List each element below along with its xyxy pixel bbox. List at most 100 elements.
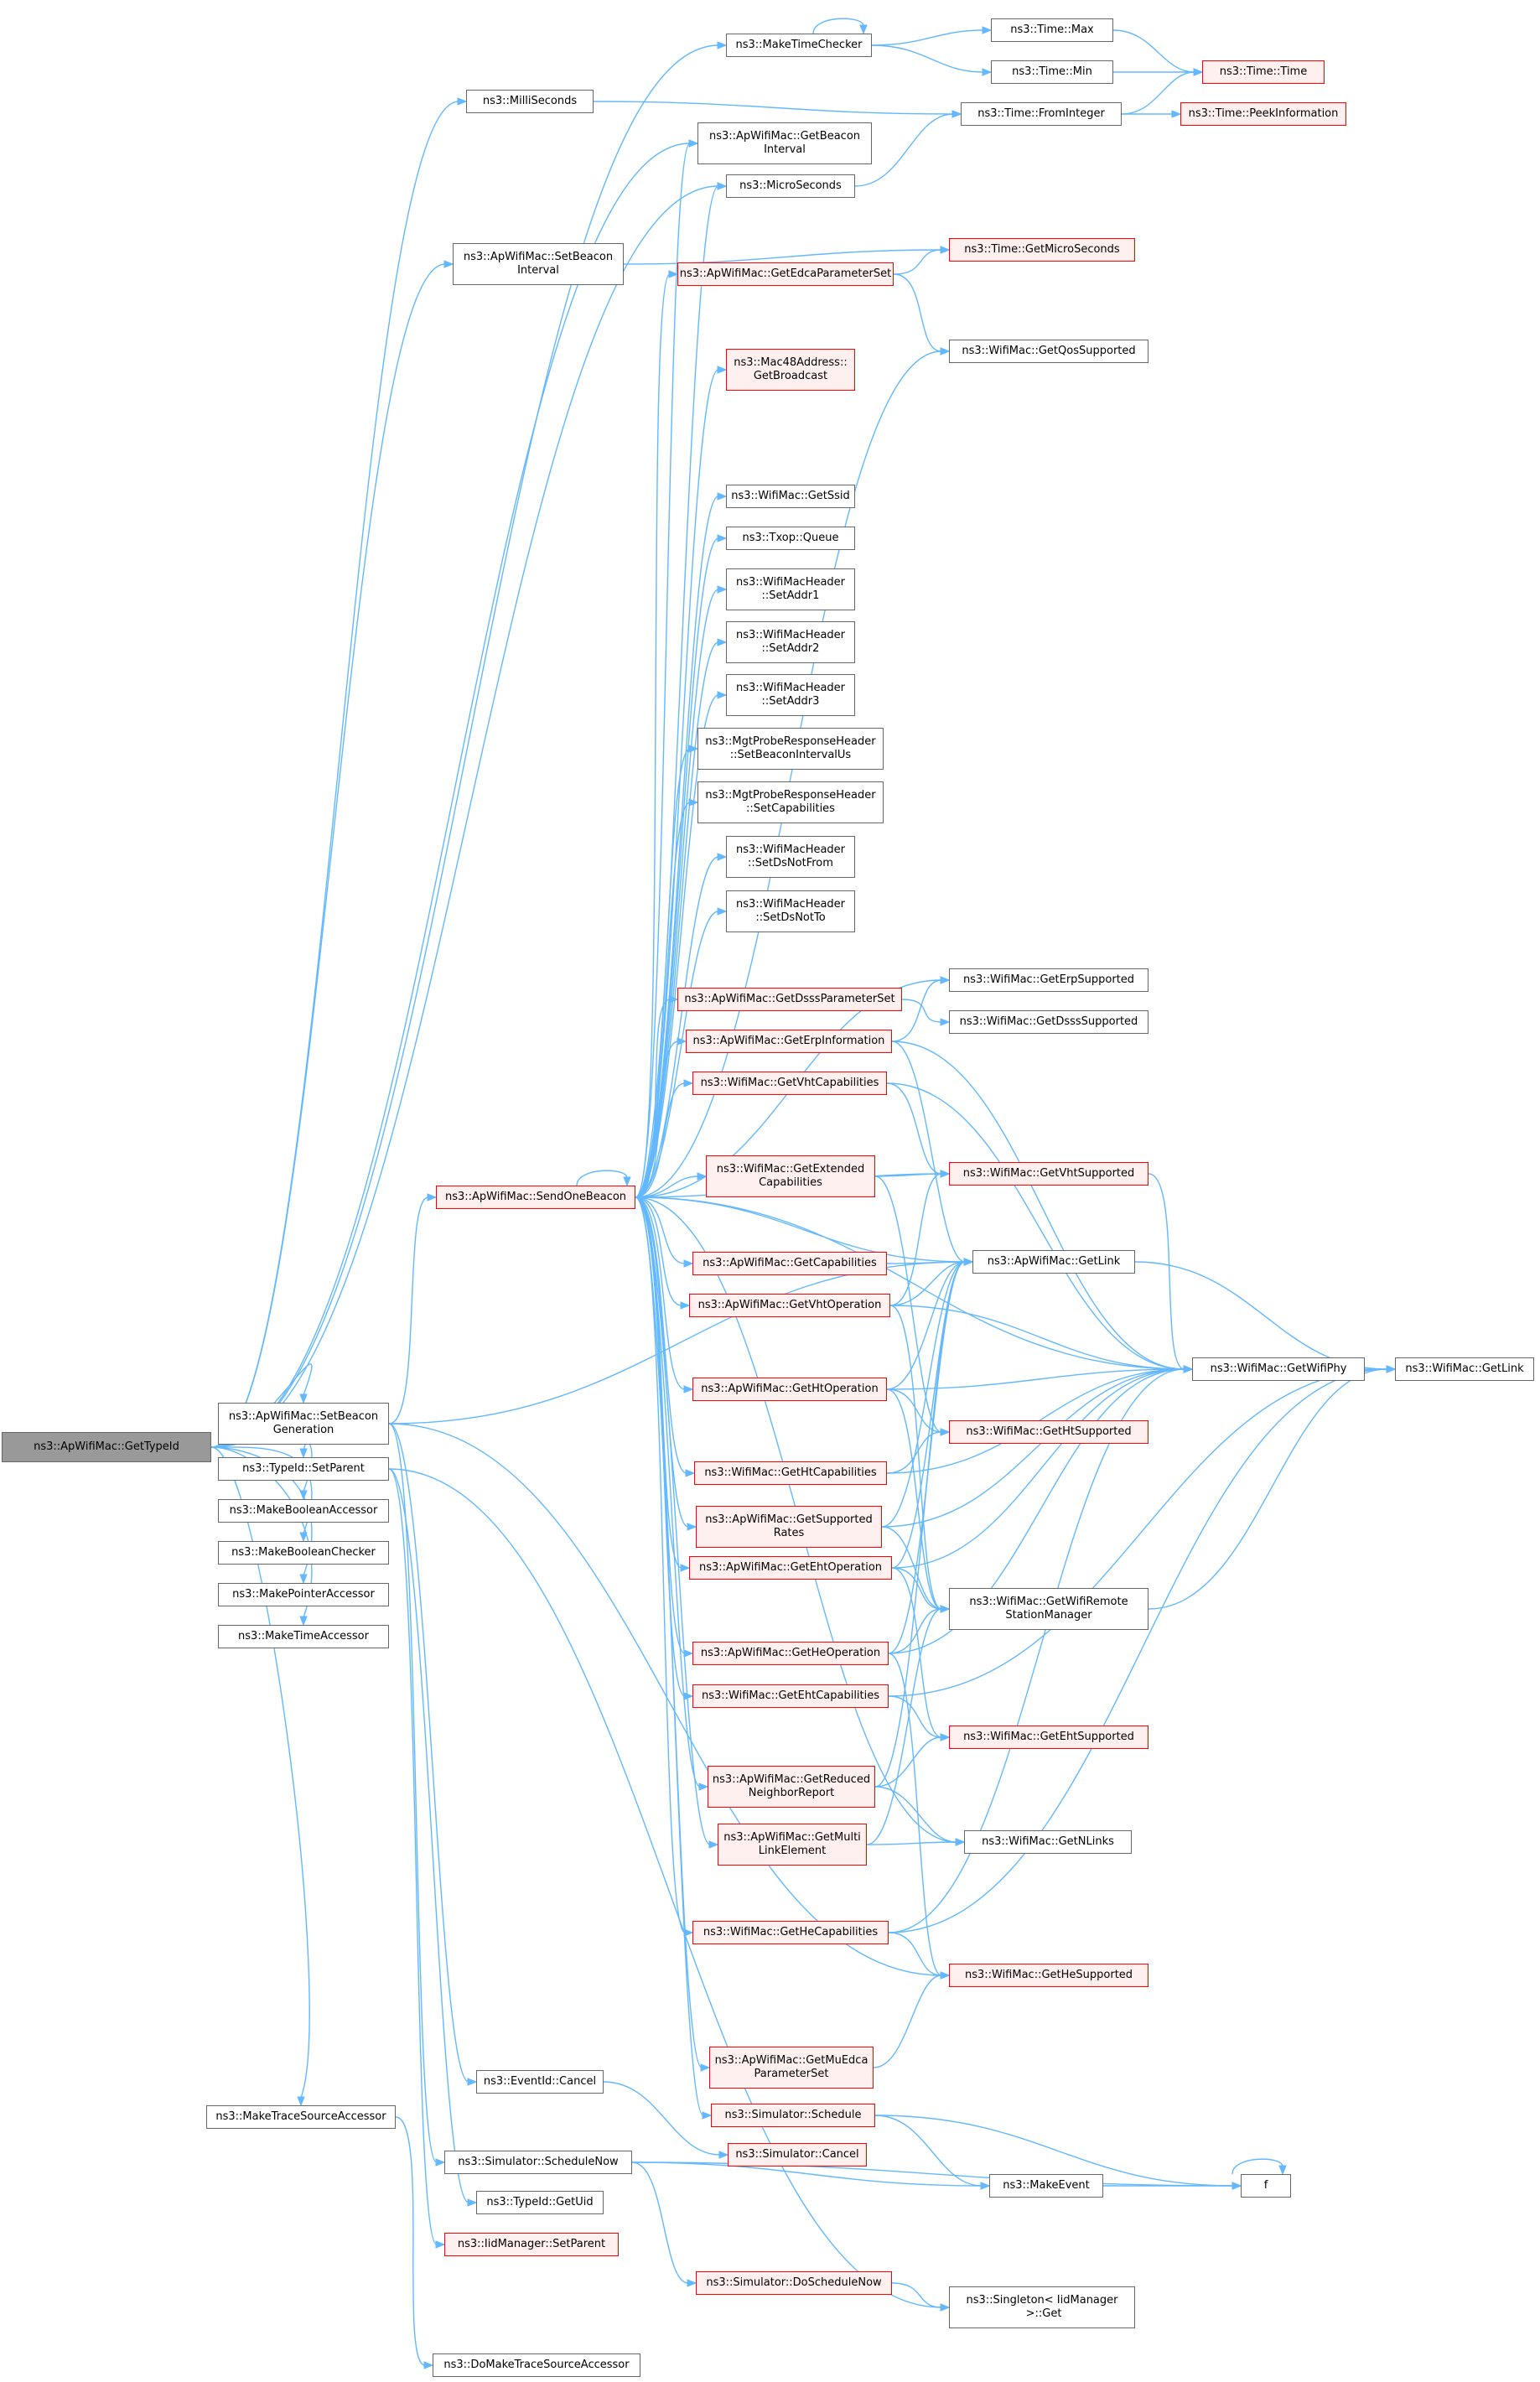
node-set-beacon-interval-us[interactable]: ns3::MgtProbeResponseHeader ::SetBeaconI… <box>697 728 884 770</box>
node-get-beacon-interval[interactable]: ns3::ApWifiMac::GetBeacon Interval <box>697 122 872 164</box>
node-label: ns3::ApWifiMac::GetDsssParameterSet <box>684 993 895 1005</box>
node-get-he-capabilities[interactable]: ns3::WifiMac::GetHeCapabilities <box>692 1921 889 1944</box>
node-get-qos-supported[interactable]: ns3::WifiMac::GetQosSupported <box>949 340 1149 363</box>
edge-typeid-set-parent-to-iid-manager-set-parent <box>388 1468 438 2245</box>
edge-simulator-schedule-now-to-make-event <box>631 2161 983 2187</box>
edge-arrowhead <box>717 366 728 374</box>
node-get-extended-capabilities[interactable]: ns3::WifiMac::GetExtended Capabilities <box>706 1155 875 1197</box>
edge-get-ht-operation-to-get-wifi-remote-station-manager <box>886 1388 942 1610</box>
node-do-make-trace-source-accessor[interactable]: ns3::DoMakeTraceSourceAccessor <box>433 2353 640 2377</box>
edge-arrowhead <box>683 1385 694 1393</box>
node-make-trace-source-accessor[interactable]: ns3::MakeTraceSourceAccessor <box>206 2105 396 2129</box>
node-make-boolean-accessor[interactable]: ns3::MakeBooleanAccessor <box>218 1499 389 1523</box>
node-label: ns3::WifiMacHeader ::SetAddr3 <box>735 682 846 708</box>
node-mac48-get-broadcast[interactable]: ns3::Mac48Address:: GetBroadcast <box>726 349 855 391</box>
node-set-capabilities[interactable]: ns3::MgtProbeResponseHeader ::SetCapabil… <box>697 781 884 823</box>
node-txop-queue[interactable]: ns3::Txop::Queue <box>726 527 855 550</box>
node-get-eht-capabilities[interactable]: ns3::WifiMac::GetEhtCapabilities <box>692 1684 889 1708</box>
edge-arrowhead <box>435 2240 446 2249</box>
node-micro-seconds[interactable]: ns3::MicroSeconds <box>726 174 855 198</box>
node-get-multi-link-element[interactable]: ns3::ApWifiMac::GetMulti LinkElement <box>718 1824 867 1866</box>
node-get-dsss-supported[interactable]: ns3::WifiMac::GetDsssSupported <box>949 1010 1149 1034</box>
node-time-time[interactable]: ns3::Time::Time <box>1202 60 1325 84</box>
edge-send-one-beacon-to-set-ds-not-to <box>635 911 719 1198</box>
node-f[interactable]: f <box>1241 2174 1291 2198</box>
edge-make-time-checker-to-time-max <box>871 29 984 46</box>
edge-get-extended-capabilities-to-get-ht-supported <box>874 1175 942 1433</box>
node-wifi-get-link[interactable]: ns3::WifiMac::GetLink <box>1395 1357 1534 1381</box>
edge-make-trace-source-accessor-to-do-make-trace-source-accessor <box>395 2116 426 2366</box>
node-label: ns3::MakeTraceSourceAccessor <box>215 2110 386 2123</box>
edge-get-vht-operation-to-get-wifi-remote-station-manager <box>889 1305 942 1610</box>
node-get-eht-operation[interactable]: ns3::ApWifiMac::GetEhtOperation <box>689 1556 892 1580</box>
node-get-wifi-remote-station-manager[interactable]: ns3::WifiMac::GetWifiRemote StationManag… <box>949 1588 1149 1630</box>
node-send-one-beacon[interactable]: ns3::ApWifiMac::SendOneBeacon <box>436 1186 635 1209</box>
edge-arrowhead <box>683 1649 694 1658</box>
edge-arrowhead <box>717 534 728 542</box>
edge-send-one-beacon-to-get-edca-parameter-set <box>635 273 671 1198</box>
node-event-id-cancel[interactable]: ns3::EventId::Cancel <box>476 2070 604 2094</box>
edge-send-one-beacon-to-get-multi-link-element <box>635 1196 711 1845</box>
node-get-vht-supported[interactable]: ns3::WifiMac::GetVhtSupported <box>949 1162 1149 1186</box>
node-ap-get-link[interactable]: ns3::ApWifiMac::GetLink <box>972 1250 1135 1274</box>
edge-arrowhead <box>940 1733 951 1741</box>
node-iid-manager-set-parent[interactable]: ns3::IidManager::SetParent <box>444 2233 619 2256</box>
node-get-he-supported[interactable]: ns3::WifiMac::GetHeSupported <box>949 1964 1149 1987</box>
node-simulator-schedule-now[interactable]: ns3::Simulator::ScheduleNow <box>444 2151 632 2174</box>
edge-arrowhead <box>940 1018 951 1026</box>
node-get-ssid[interactable]: ns3::WifiMac::GetSsid <box>726 485 855 508</box>
node-get-erp-information[interactable]: ns3::ApWifiMac::GetErpInformation <box>686 1030 892 1053</box>
node-set-beacon-generation[interactable]: ns3::ApWifiMac::SetBeacon Generation <box>218 1403 389 1445</box>
node-get-he-operation[interactable]: ns3::ApWifiMac::GetHeOperation <box>692 1642 889 1665</box>
node-get-erp-supported[interactable]: ns3::WifiMac::GetErpSupported <box>949 968 1149 992</box>
node-time-min[interactable]: ns3::Time::Min <box>991 60 1113 84</box>
node-set-ds-not-to[interactable]: ns3::WifiMacHeader ::SetDsNotTo <box>726 890 855 932</box>
node-time-from-integer[interactable]: ns3::Time::FromInteger <box>961 102 1122 126</box>
edge-arrowhead <box>688 798 699 807</box>
edge-get-vht-supported-to-get-wifi-phy <box>1148 1173 1185 1370</box>
edge-get-multi-link-element-to-get-n-links <box>866 1841 957 1845</box>
node-get-n-links[interactable]: ns3::WifiMac::GetNLinks <box>964 1830 1132 1854</box>
node-make-event[interactable]: ns3::MakeEvent <box>989 2174 1103 2198</box>
node-get-edca-parameter-set[interactable]: ns3::ApWifiMac::GetEdcaParameterSet <box>677 262 894 286</box>
edge-arrowhead <box>859 24 868 35</box>
node-get-supported-rates[interactable]: ns3::ApWifiMac::GetSupported Rates <box>696 1506 882 1548</box>
node-make-pointer-accessor[interactable]: ns3::MakePointerAccessor <box>218 1583 389 1606</box>
node-milli-seconds[interactable]: ns3::MilliSeconds <box>466 90 594 113</box>
node-get-reduced-neighbor-report[interactable]: ns3::ApWifiMac::GetReduced NeighborRepor… <box>708 1766 875 1808</box>
node-time-peek-information[interactable]: ns3::Time::PeekInformation <box>1180 102 1346 126</box>
node-simulator-schedule[interactable]: ns3::Simulator::Schedule <box>711 2104 875 2127</box>
edge-arrowhead <box>299 1448 308 1459</box>
node-set-ds-not-from[interactable]: ns3::WifiMacHeader ::SetDsNotFrom <box>726 836 855 878</box>
node-set-beacon-interval[interactable]: ns3::ApWifiMac::SetBeacon Interval <box>453 243 624 285</box>
node-time-max[interactable]: ns3::Time::Max <box>991 18 1113 42</box>
node-get-capabilities[interactable]: ns3::ApWifiMac::GetCapabilities <box>692 1252 887 1275</box>
edge-send-one-beacon-to-get-vht-capabilities <box>635 1082 686 1198</box>
node-get-eht-supported[interactable]: ns3::WifiMac::GetEhtSupported <box>949 1726 1149 1749</box>
node-simulator-do-schedule-now[interactable]: ns3::Simulator::DoScheduleNow <box>696 2271 892 2295</box>
node-get-vht-capabilities[interactable]: ns3::WifiMac::GetVhtCapabilities <box>692 1072 887 1095</box>
node-get-ht-capabilities[interactable]: ns3::WifiMac::GetHtCapabilities <box>694 1461 887 1485</box>
node-time-get-micro-seconds[interactable]: ns3::Time::GetMicroSeconds <box>949 238 1135 262</box>
node-make-boolean-checker[interactable]: ns3::MakeBooleanChecker <box>218 1541 389 1565</box>
node-make-time-accessor[interactable]: ns3::MakeTimeAccessor <box>218 1625 389 1648</box>
node-get-ht-operation[interactable]: ns3::ApWifiMac::GetHtOperation <box>692 1378 887 1401</box>
edge-arrowhead <box>717 853 728 861</box>
node-set-addr2[interactable]: ns3::WifiMacHeader ::SetAddr2 <box>726 621 855 663</box>
node-set-addr3[interactable]: ns3::WifiMacHeader ::SetAddr3 <box>726 674 855 716</box>
node-label: ns3::WifiMac::GetHeCapabilities <box>703 1926 879 1938</box>
node-simulator-cancel[interactable]: ns3::Simulator::Cancel <box>728 2143 867 2167</box>
node-get-ht-supported[interactable]: ns3::WifiMac::GetHtSupported <box>949 1420 1149 1444</box>
edge-set-beacon-generation-to-send-one-beacon <box>388 1196 429 1425</box>
node-get-dsss-parameter-set[interactable]: ns3::ApWifiMac::GetDsssParameterSet <box>677 988 902 1011</box>
edge-send-one-beacon-to-txop-queue <box>635 537 719 1198</box>
node-get-vht-operation[interactable]: ns3::ApWifiMac::GetVhtOperation <box>689 1294 890 1317</box>
node-get-mu-edca-parameter-set[interactable]: ns3::ApWifiMac::GetMuEdca ParameterSet <box>709 2047 874 2089</box>
edge-arrowhead <box>717 907 728 916</box>
node-get-wifi-phy[interactable]: ns3::WifiMac::GetWifiPhy <box>1192 1357 1365 1381</box>
node-typeid-set-parent[interactable]: ns3::TypeId::SetParent <box>218 1457 389 1481</box>
node-set-addr1[interactable]: ns3::WifiMacHeader ::SetAddr1 <box>726 568 855 610</box>
node-typeid-get-uid[interactable]: ns3::TypeId::GetUid <box>476 2191 604 2214</box>
node-make-time-checker[interactable]: ns3::MakeTimeChecker <box>726 34 872 57</box>
node-singleton-get[interactable]: ns3::Singleton< IidManager >::Get <box>949 2286 1135 2328</box>
